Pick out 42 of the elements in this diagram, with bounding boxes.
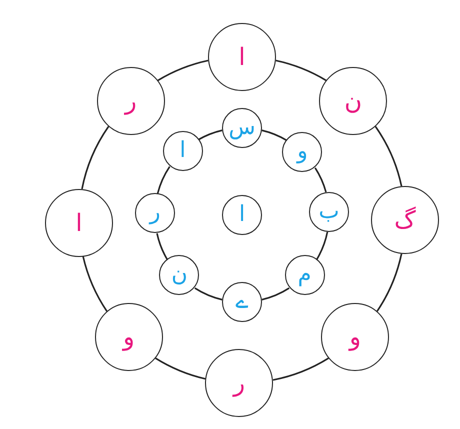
letter: ا (76, 210, 82, 235)
letter: ر (125, 88, 137, 113)
letter: گ (394, 208, 416, 232)
ring-line (82, 256, 108, 312)
letter: م (298, 264, 312, 286)
ring-line (81, 126, 110, 190)
ring-line (156, 233, 168, 260)
letter: ن (171, 264, 188, 286)
letter-circle (159, 255, 200, 296)
letter: ر (150, 202, 160, 224)
ring-line (376, 254, 402, 312)
letter: و (349, 325, 362, 350)
letter: ے (236, 291, 248, 313)
letter: و (122, 325, 135, 350)
letter: ا (180, 140, 186, 162)
letter-circle (222, 108, 262, 148)
letter: ب (318, 200, 340, 223)
ring-line (316, 232, 328, 260)
letter-circle (284, 255, 325, 296)
letter-circle (308, 192, 349, 232)
letter: س (228, 117, 256, 139)
ring-line (374, 126, 402, 186)
letter-circle (222, 282, 262, 322)
letter: ا (238, 204, 246, 226)
ring-line (158, 60, 208, 82)
letter: و (297, 141, 308, 164)
ring-line (155, 358, 206, 380)
letter-circle (282, 132, 322, 172)
ring-line (272, 358, 329, 381)
ring-line (194, 287, 222, 300)
letter-circle (162, 131, 203, 172)
letter: ر (233, 370, 245, 395)
letter: ا (238, 45, 246, 69)
letter-circle (222, 195, 262, 235)
ring-line (262, 287, 290, 300)
letter: ن (344, 88, 362, 113)
ring-line (198, 130, 222, 140)
letter-circle (135, 193, 175, 234)
ring-line (156, 166, 170, 194)
ring-line (262, 130, 287, 141)
ring-line (276, 60, 326, 82)
ring-line (314, 167, 327, 192)
